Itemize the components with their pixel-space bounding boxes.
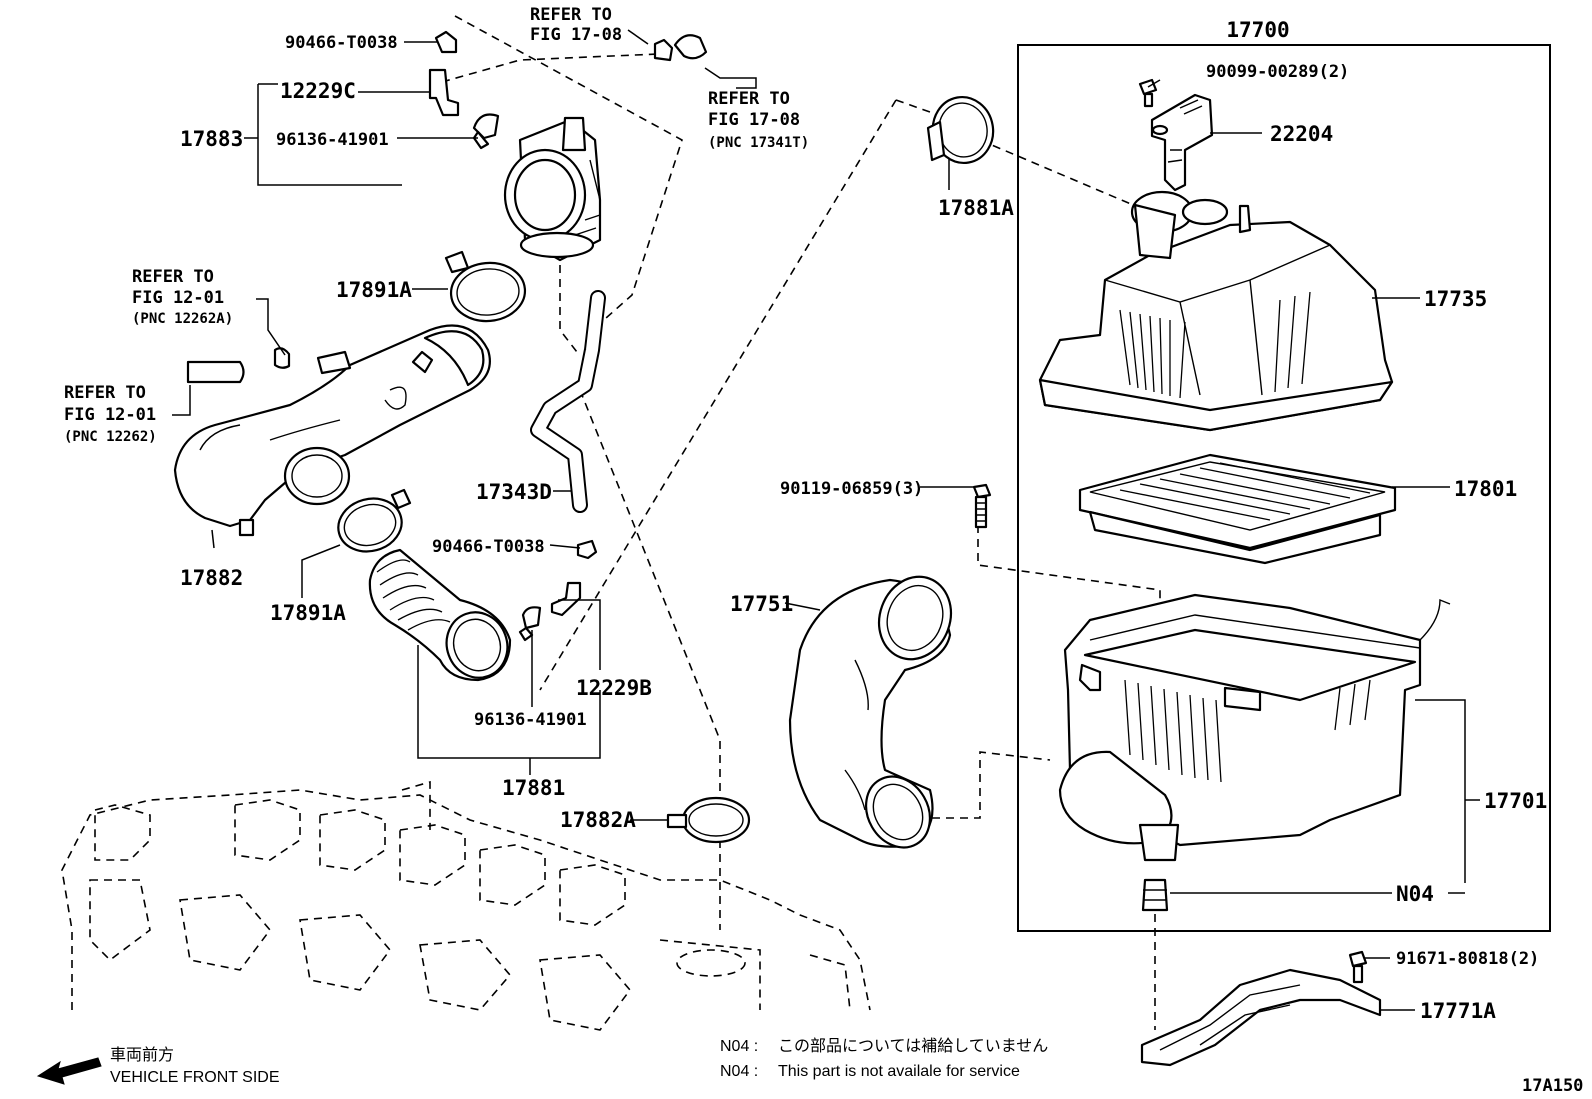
leader-lines	[172, 29, 1480, 1011]
label-17801: 17801	[1454, 477, 1517, 501]
clamp-17891a-top	[444, 250, 527, 323]
label-17882a: 17882A	[560, 808, 636, 832]
label-17882: 17882	[180, 566, 243, 590]
label-17701: 17701	[1484, 789, 1547, 813]
label-17343d: 17343D	[476, 480, 552, 504]
figure-id: 17A150	[1522, 1076, 1583, 1096]
bellows-hose-17881	[368, 548, 512, 682]
label-96136-bottom: 96136-41901	[474, 710, 587, 730]
label-96136-top: 96136-41901	[276, 130, 389, 150]
front-arrow-icon	[36, 1057, 102, 1085]
note-jp-text: この部品については補給していません	[778, 1037, 1048, 1055]
engine-outline	[61, 780, 871, 1031]
note-en-text: This part is not availale for service	[778, 1063, 1020, 1080]
fitting-12229b	[550, 581, 582, 617]
sensor-22204	[1150, 93, 1214, 192]
intake-pipe-17882	[173, 324, 491, 537]
throttle-body-17883	[503, 116, 602, 262]
label-pnc-12262a: (PNC 12262A)	[132, 311, 233, 327]
cleaner-case-17701	[1058, 593, 1451, 862]
bracket-17771a	[1140, 968, 1382, 1067]
label-12229c: 12229C	[280, 79, 356, 103]
label-fig-1201a: FIG 12-01	[132, 288, 224, 308]
label-17881: 17881	[502, 776, 565, 800]
label-17883: 17883	[180, 127, 243, 151]
label-refer-1201: REFER TO	[64, 383, 146, 403]
label-22204: 22204	[1270, 122, 1333, 146]
grommet-n04	[1141, 878, 1169, 912]
direction-en: VEHICLE FRONT SIDE	[110, 1069, 280, 1086]
label-fig-1201: FIG 12-01	[64, 405, 156, 425]
hose-clamp-96136-bottom	[518, 606, 542, 642]
bolt-90119	[972, 483, 992, 529]
label-refer-pnc: REFER TO	[708, 89, 790, 109]
label-17751: 17751	[730, 592, 793, 616]
label-90099: 90099-00289(2)	[1206, 62, 1349, 82]
clip-90466-mid	[576, 539, 598, 560]
hose-17343d	[530, 290, 606, 513]
clamp-17881a	[926, 95, 995, 165]
clamp-17891a-bottom	[337, 488, 412, 553]
label-refer-1201a: REFER TO	[132, 267, 214, 287]
note-en-code: N04 :	[720, 1063, 758, 1080]
breather-fitting-12229c	[428, 68, 460, 117]
label-17891a-bottom: 17891A	[270, 601, 346, 625]
label-90466-top: 90466-T0038	[285, 33, 398, 53]
label-17881a: 17881A	[938, 196, 1014, 220]
assembly-box-17700	[1017, 44, 1551, 932]
label-91671: 91671-80818(2)	[1396, 949, 1539, 969]
label-17700: 17700	[1226, 18, 1289, 42]
direction-jp: 車両前方	[110, 1046, 174, 1064]
label-90119: 90119-06859(3)	[780, 479, 923, 499]
clip-90466-top	[434, 30, 458, 54]
label-17891a-top: 17891A	[336, 278, 412, 302]
cleaner-cap-17735	[1038, 190, 1394, 432]
clamp-17882a	[666, 796, 751, 844]
label-n04: N04	[1396, 882, 1434, 906]
label-pnc-17341t: (PNC 17341T)	[708, 135, 809, 151]
label-pnc-12262: (PNC 12262)	[64, 429, 157, 445]
note-jp-code: N04 :	[720, 1038, 758, 1055]
label-refer-top: REFER TO	[530, 5, 612, 25]
label-12229b: 12229B	[576, 676, 652, 700]
filter-element-17801	[1078, 453, 1397, 565]
hose-clamp-96136-top	[472, 113, 500, 150]
dashed-connections	[441, 15, 1161, 1030]
pipe-stub-fig-12-01	[186, 347, 291, 384]
label-90466-mid: 90466-T0038	[432, 537, 545, 557]
label-17735: 17735	[1424, 287, 1487, 311]
clip-90466-refer	[653, 34, 708, 62]
label-fig-top: FIG 17-08	[530, 25, 622, 45]
label-17771a: 17771A	[1420, 999, 1496, 1023]
air-duct-17751	[788, 575, 952, 849]
bolt-91671	[1348, 950, 1368, 984]
label-fig-pnc: FIG 17-08	[708, 110, 800, 130]
